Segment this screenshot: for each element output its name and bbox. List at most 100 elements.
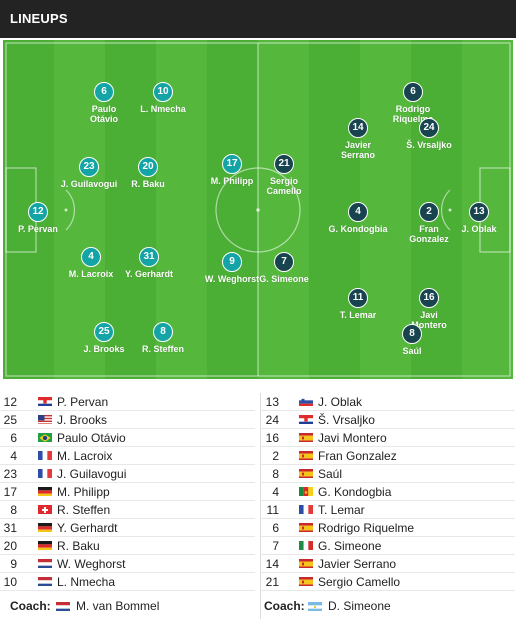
shirt-number: 11 [266,503,279,517]
coach-label: Coach: [10,599,51,613]
home-coach-name[interactable]: M. van Bommel [76,599,160,613]
player-number: 4 [348,202,368,222]
player-number: 21 [274,154,294,174]
player-name-link[interactable]: Rodrigo Riquelme [318,521,415,535]
player-name: J. Oblak [461,224,497,234]
shirt-number: 6 [272,521,279,535]
spain-flag-icon [299,468,313,478]
away-lineup-row[interactable]: 11 T. Lemar [261,501,515,519]
shirt-number: 4 [272,485,279,499]
spain-flag-icon [299,432,313,442]
away-lineup-row[interactable]: 24 Š. Vrsaljko [261,411,515,429]
player-number: 6 [403,82,423,102]
player-name-link[interactable]: J. Guilavogui [57,467,127,481]
argentina-flag-icon [308,601,322,611]
player-number: 14 [348,118,368,138]
player-name-link[interactable]: G. Kondogbia [318,485,392,499]
spain-flag-icon [299,522,313,532]
away-lineup-row[interactable]: 13 J. Oblak [261,393,515,411]
player-name-link[interactable]: G. Simeone [318,539,382,553]
player-number: 24 [419,118,439,138]
player-name: R. Steffen [141,344,184,354]
player-name-link[interactable]: R. Steffen [57,503,111,517]
player-number: 2 [419,202,439,222]
player-name-link[interactable]: Javier Serrano [318,557,397,571]
player-name-link[interactable]: M. Lacroix [57,449,113,463]
germany-flag-icon [38,522,52,532]
player-number: 4 [81,247,101,267]
player-name-link[interactable]: Saúl [318,467,343,481]
player-name-link[interactable]: R. Baku [57,539,100,553]
shirt-number: 17 [3,485,17,499]
usa-flag-icon [38,414,52,424]
player-name-link[interactable]: P. Pervan [57,395,109,409]
home-lineup-row[interactable]: 23 J. Guilavogui [0,465,255,483]
shirt-number: 31 [3,521,17,535]
player-number: 16 [419,288,439,308]
player-name-link[interactable]: Sergio Camello [318,575,401,589]
player-name: L. Nmecha [140,104,186,114]
player-name-link[interactable]: J. Oblak [318,395,363,409]
brazil-flag-icon [38,432,52,442]
italy-flag-icon [299,540,313,550]
player-name-link[interactable]: Paulo Otávio [57,431,126,445]
player-name: J. Brooks [83,344,125,354]
away-lineup-row[interactable]: 7 G. Simeone [261,537,515,555]
player-name-link[interactable]: W. Weghorst [57,557,126,571]
player-number: 12 [28,202,48,222]
player-name-link[interactable]: Š. Vrsaljko [318,413,375,427]
shirt-number: 23 [3,467,17,481]
player-number: 6 [94,82,114,102]
lineups-header: LINEUPS [0,0,516,38]
away-coach: Coach: D. Simeone [260,596,515,618]
player-number: 20 [138,157,158,177]
home-lineup-row[interactable]: 17 M. Philipp [0,483,255,501]
shirt-number: 13 [265,395,279,409]
away-coach-name[interactable]: D. Simeone [328,599,391,613]
netherlands-flag-icon [38,558,52,568]
france-flag-icon [299,504,313,514]
spain-flag-icon [299,558,313,568]
player-name-link[interactable]: L. Nmecha [57,575,116,589]
cameroon-flag-icon [299,486,313,496]
away-lineup-row[interactable]: 4 G. Kondogbia [261,483,515,501]
player-name-link[interactable]: T. Lemar [318,503,365,517]
player-name-link[interactable]: M. Philipp [57,485,110,499]
croatia-flag-icon [38,396,52,406]
player-number: 17 [222,154,242,174]
shirt-number: 7 [272,539,279,553]
player-name: M. Philipp [210,176,254,186]
player-name-link[interactable]: Fran Gonzalez [318,449,397,463]
player-name-link[interactable]: Javi Montero [318,431,387,445]
player-name-link[interactable]: J. Brooks [57,413,108,427]
shirt-number: 24 [265,413,279,427]
player-name: P. Pervan [18,224,58,234]
home-lineup-row[interactable]: 31 Y. Gerhardt [0,519,255,537]
away-lineup-row[interactable]: 6 Rodrigo Riquelme [261,519,515,537]
germany-flag-icon [38,486,52,496]
player-name-link[interactable]: Y. Gerhardt [57,521,118,535]
netherlands-flag-icon [38,576,52,586]
pitch-markings [5,42,511,377]
player-name: J. Guilavogui [60,179,118,189]
france-flag-icon [38,468,52,478]
slovenia-flag-icon [299,396,313,406]
